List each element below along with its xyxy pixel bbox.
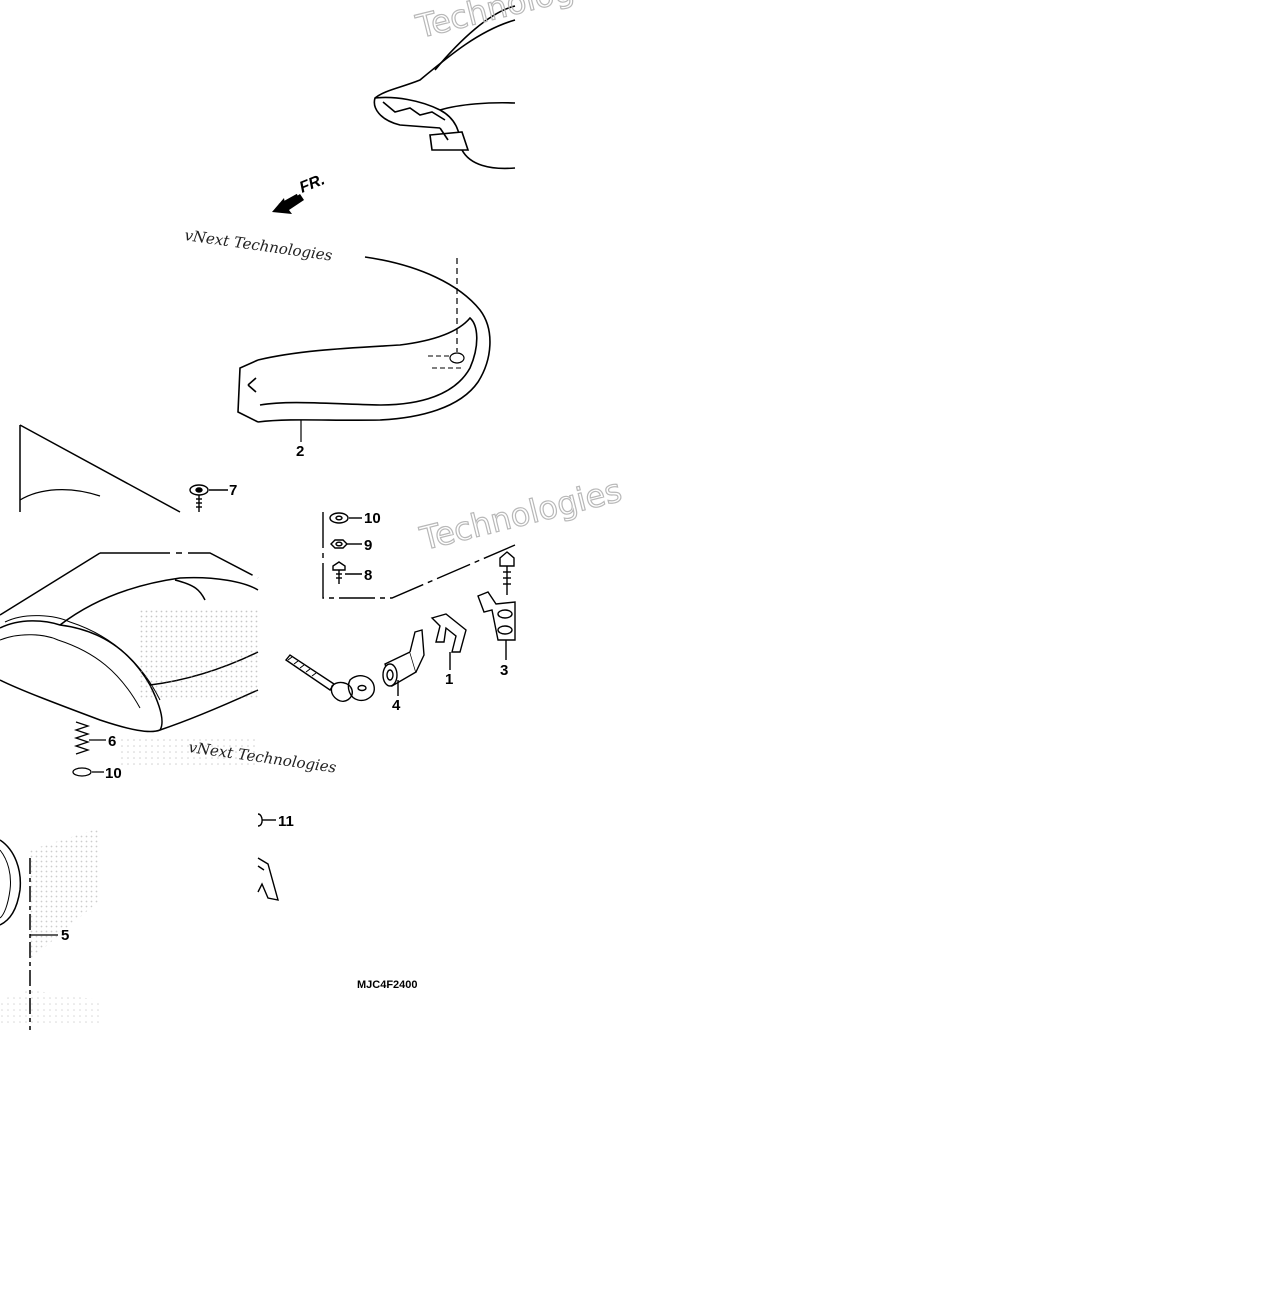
callout-5: 5 [61, 927, 69, 944]
screw-icon [189, 484, 228, 512]
nut-icon [330, 539, 362, 549]
callout-1: 1 [445, 671, 453, 688]
cowl-shading [30, 828, 100, 960]
watermark-2: Technologies [412, 0, 622, 46]
spring-icon [72, 721, 106, 777]
bolt-icon [332, 561, 362, 584]
front-direction-label: FR. [297, 171, 327, 196]
callout-3: 3 [500, 662, 508, 679]
washer-icon [329, 512, 362, 524]
watermark-1: vNext Technologies [183, 226, 333, 265]
hardware-group [322, 512, 516, 599]
key-icon [284, 654, 375, 702]
seat-shading [140, 610, 258, 700]
callout-6: 6 [108, 733, 116, 750]
callout-4: 4 [392, 697, 401, 714]
callout-2: 2 [296, 443, 304, 460]
cowl-shading-bottom [0, 990, 100, 1025]
rider-seat-side-view [237, 256, 491, 442]
seat-lock-icon [382, 629, 425, 696]
callout-9: 9 [364, 537, 372, 554]
callout-10-lower: 10 [105, 765, 122, 782]
rider-seat-front-view [373, 5, 516, 170]
watermark-3: Technologies [416, 471, 626, 558]
seat-shading-lower [120, 735, 258, 765]
callout-10-upper: 10 [364, 510, 381, 527]
clip-icon [430, 613, 467, 670]
hook-icon [257, 813, 279, 901]
callout-7: 7 [229, 482, 237, 499]
front-direction-arrow-icon [272, 193, 304, 214]
watermark-4: vNext Technologies [187, 738, 337, 777]
diagram-code: MJC4F2400 [357, 979, 418, 991]
callout-8: 8 [364, 567, 372, 584]
callout-11: 11 [278, 813, 294, 830]
bracket-icon [477, 551, 516, 660]
